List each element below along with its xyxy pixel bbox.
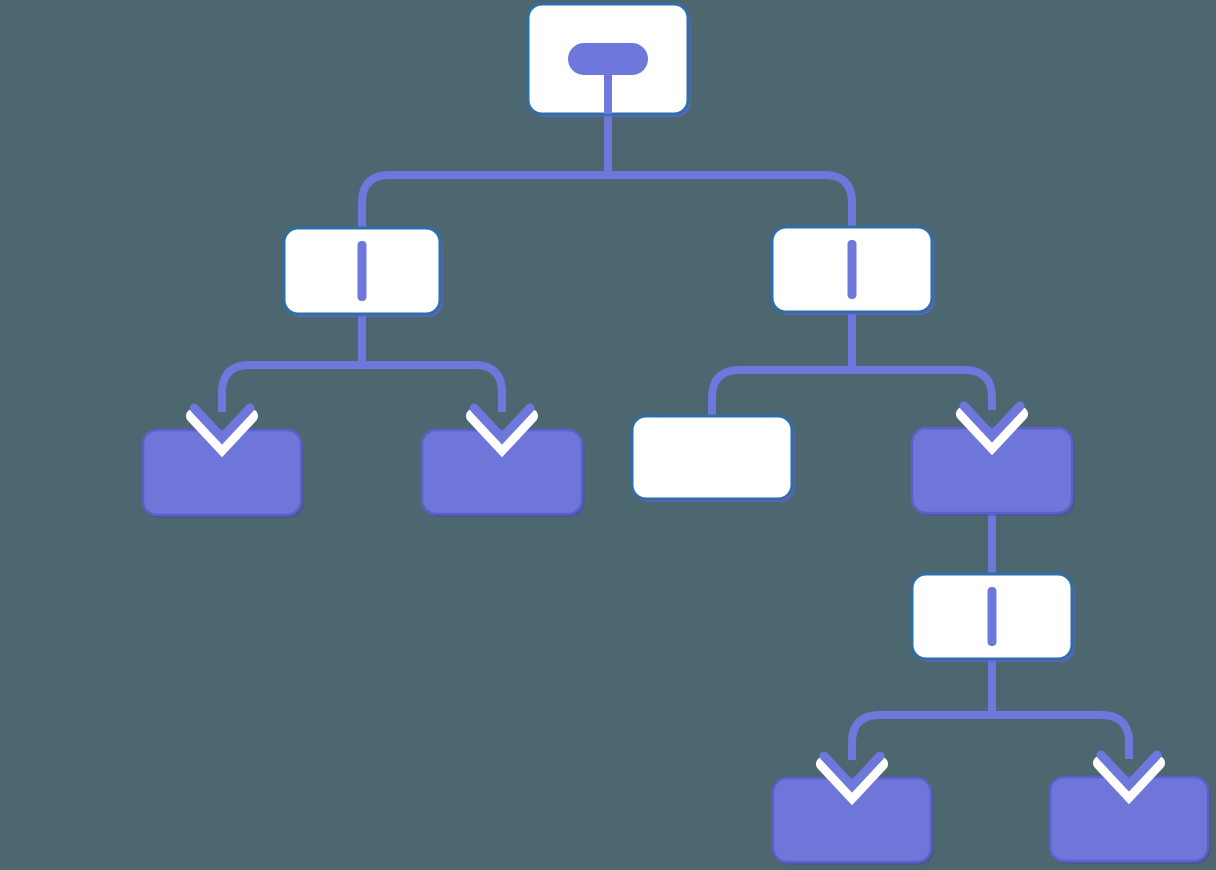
action-node-right[interactable]	[910, 426, 1075, 516]
chevron-arrowhead	[469, 403, 535, 445]
node-body[interactable]	[141, 428, 303, 517]
decision-bar-icon	[847, 240, 857, 299]
action-node-mid-left[interactable]	[420, 428, 585, 517]
connector-line	[218, 361, 362, 412]
chevron-arrowhead	[189, 403, 255, 445]
edge-left-branch-to-leaves	[218, 312, 506, 412]
node-body[interactable]	[910, 426, 1074, 515]
edge-right-branch-to-children	[708, 310, 996, 419]
connector-line	[848, 711, 992, 760]
chevron-outline	[466, 409, 538, 458]
root-start-node[interactable]	[526, 2, 691, 117]
chevron-down-arrow-icon	[956, 401, 1028, 456]
chevron-arrowhead	[1096, 750, 1162, 792]
chevron-down-arrow-icon	[1093, 750, 1165, 805]
decision-node-right[interactable]	[770, 225, 935, 315]
connector-line	[708, 366, 852, 419]
start-pill-icon	[568, 43, 648, 75]
connector-line	[362, 361, 506, 412]
node-body[interactable]	[1048, 775, 1210, 863]
edge-root-to-branches	[358, 112, 856, 231]
node-body[interactable]	[771, 776, 933, 864]
action-node-far-left[interactable]	[141, 428, 304, 518]
chevron-outline	[956, 407, 1028, 456]
edge-bottom-decision-to-leaves	[848, 657, 1133, 760]
chevron-arrowhead	[959, 401, 1025, 443]
action-node-bottom-right[interactable]	[1048, 775, 1211, 864]
action-node-bottom-left[interactable]	[771, 776, 934, 865]
decision-node-bottom[interactable]	[910, 572, 1075, 662]
node-body[interactable]	[630, 414, 794, 501]
chevron-arrowhead	[819, 751, 885, 793]
chevron-down-arrow-icon	[816, 751, 888, 806]
connector-line	[608, 171, 856, 230]
decision-bar-icon	[987, 587, 997, 646]
plain-node-middle[interactable]	[630, 414, 795, 502]
chevron-outline	[816, 757, 888, 806]
chevron-down-arrow-icon	[466, 403, 538, 458]
connector-line	[358, 171, 608, 231]
chevron-outline	[186, 409, 258, 458]
chevron-down-arrow-icon	[186, 403, 258, 458]
decision-bar-icon	[357, 241, 367, 301]
pill-stem	[604, 71, 612, 114]
connector-line	[992, 711, 1133, 759]
chevron-outline	[1093, 756, 1165, 805]
connector-line	[852, 366, 996, 410]
node-body[interactable]	[420, 428, 584, 516]
decision-node-left[interactable]	[282, 226, 443, 317]
